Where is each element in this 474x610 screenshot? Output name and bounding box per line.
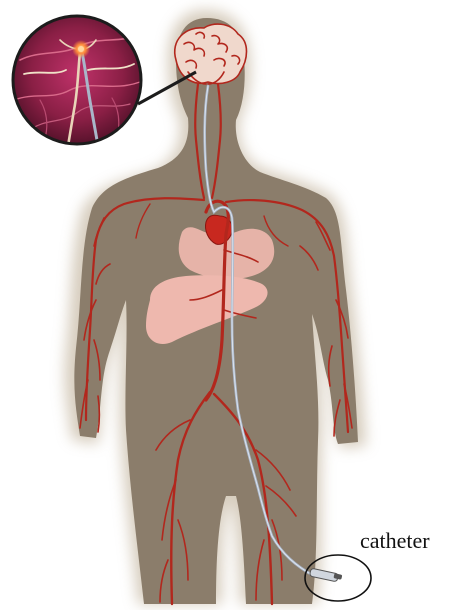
catheter-label: catheter bbox=[360, 528, 430, 554]
brain bbox=[175, 24, 247, 84]
magnified-brain-inset bbox=[13, 16, 141, 146]
